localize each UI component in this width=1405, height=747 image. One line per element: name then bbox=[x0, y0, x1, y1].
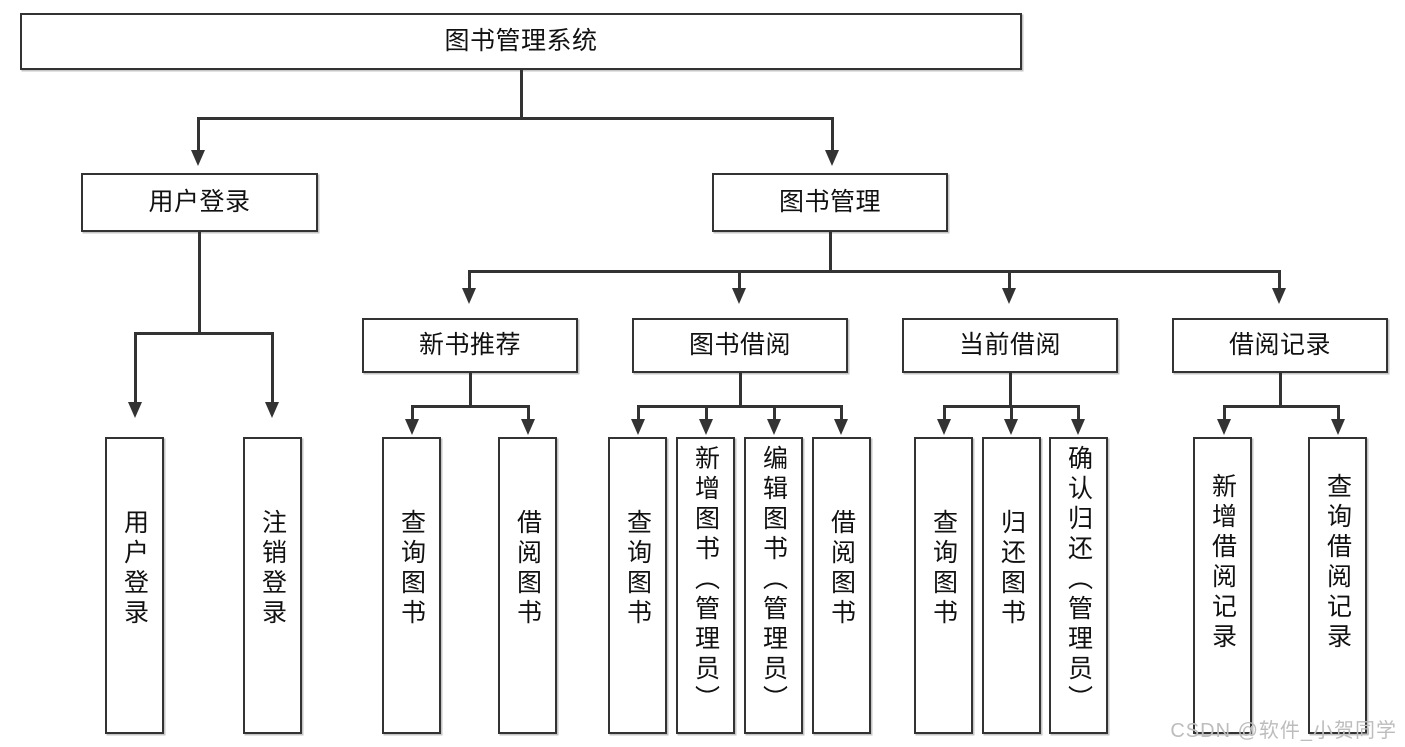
arrow-to-user-login bbox=[191, 150, 205, 166]
node-root-system[interactable]: 图书管理系统 bbox=[20, 13, 1022, 70]
edge-root-stem bbox=[520, 70, 523, 119]
leaf-add-book-admin[interactable]: 新增图书（管理员） bbox=[676, 437, 735, 734]
edge-borrow-record-stem bbox=[1279, 373, 1282, 407]
edge-current-borrow-drop-2 bbox=[1010, 405, 1013, 421]
edge-book-mgmt-drop-4 bbox=[1278, 270, 1281, 290]
arrow-to-leaf-confirm-return bbox=[1071, 419, 1085, 435]
edge-book-mgmt-drop-2 bbox=[738, 270, 741, 290]
leaf-query-book-borrow[interactable]: 查询图书 bbox=[608, 437, 667, 734]
leaf-query-book-current[interactable]: 查询图书 bbox=[914, 437, 973, 734]
leaf-edit-book-admin[interactable]: 编辑图书（管理员） bbox=[744, 437, 803, 734]
node-label: 用户登录 bbox=[148, 187, 251, 216]
leaf-query-borrow-record[interactable]: 查询借阅记录 bbox=[1308, 437, 1367, 734]
node-label: 新书推荐 bbox=[418, 330, 521, 359]
edge-borrow-record-drop-1 bbox=[1223, 405, 1226, 421]
arrow-to-leaf-user-login bbox=[128, 402, 142, 418]
node-label: 注销登录 bbox=[258, 509, 287, 629]
edge-user-login-drop-1 bbox=[134, 332, 137, 404]
arrow-to-current-borrow bbox=[1002, 288, 1016, 304]
arrow-to-new-book-recommend bbox=[462, 288, 476, 304]
node-label: 编辑图书（管理员） bbox=[759, 445, 788, 715]
edge-current-borrow-drop-3 bbox=[1077, 405, 1080, 421]
arrow-to-leaf-query-book-b bbox=[631, 419, 645, 435]
arrow-to-leaf-add-book bbox=[699, 419, 713, 435]
node-borrow-record[interactable]: 借阅记录 bbox=[1172, 318, 1388, 373]
arrow-to-leaf-borrow-book-a bbox=[521, 419, 535, 435]
node-label: 图书借阅 bbox=[688, 330, 791, 359]
node-new-book-recommend[interactable]: 新书推荐 bbox=[362, 318, 578, 373]
node-label: 当前借阅 bbox=[958, 330, 1061, 359]
arrow-to-leaf-query-book-a bbox=[405, 419, 419, 435]
node-label: 借阅记录 bbox=[1228, 330, 1331, 359]
node-label: 确认归还（管理员） bbox=[1064, 445, 1093, 715]
arrow-to-leaf-add-record bbox=[1217, 419, 1231, 435]
edge-book-borrow-drop-3 bbox=[773, 405, 776, 421]
edge-book-mgmt-drop-1 bbox=[468, 270, 471, 290]
node-user-login[interactable]: 用户登录 bbox=[81, 173, 318, 232]
edge-book-borrow-stem bbox=[739, 373, 742, 407]
leaf-return-book[interactable]: 归还图书 bbox=[982, 437, 1041, 734]
arrow-to-leaf-return-book bbox=[1004, 419, 1018, 435]
edge-new-book-bar bbox=[411, 405, 529, 408]
node-label: 归还图书 bbox=[997, 509, 1026, 629]
node-label: 查询图书 bbox=[397, 509, 426, 629]
edge-user-login-bar bbox=[134, 332, 274, 335]
edge-book-borrow-drop-1 bbox=[637, 405, 640, 421]
arrow-to-book-mgmt bbox=[825, 150, 839, 166]
arrow-to-borrow-record bbox=[1272, 288, 1286, 304]
leaf-confirm-return-admin[interactable]: 确认归还（管理员） bbox=[1049, 437, 1108, 734]
node-label: 查询图书 bbox=[929, 509, 958, 629]
edge-borrow-record-drop-2 bbox=[1337, 405, 1340, 421]
arrow-to-leaf-logout bbox=[265, 402, 279, 418]
edge-new-book-stem bbox=[469, 373, 472, 407]
edge-book-borrow-bar bbox=[637, 405, 842, 408]
edge-new-book-drop-2 bbox=[527, 405, 530, 421]
edge-current-borrow-stem bbox=[1009, 373, 1012, 407]
node-label: 用户登录 bbox=[120, 509, 149, 629]
edge-book-mgmt-bar bbox=[468, 270, 1280, 273]
node-label: 新增图书（管理员） bbox=[691, 445, 720, 715]
watermark-text: CSDN @软件_小贺同学 bbox=[1170, 720, 1397, 742]
arrow-to-leaf-edit-book bbox=[767, 419, 781, 435]
arrow-to-leaf-query-record bbox=[1331, 419, 1345, 435]
edge-book-borrow-drop-2 bbox=[705, 405, 708, 421]
node-label: 图书管理 bbox=[778, 187, 881, 216]
edge-book-mgmt-stem bbox=[829, 232, 832, 272]
edge-book-mgmt-drop-3 bbox=[1008, 270, 1011, 290]
edge-borrow-record-bar bbox=[1223, 405, 1339, 408]
edge-user-login-stem bbox=[198, 232, 201, 334]
node-book-management[interactable]: 图书管理 bbox=[712, 173, 948, 232]
edge-root-bar bbox=[197, 117, 834, 120]
leaf-borrow-book[interactable]: 借阅图书 bbox=[812, 437, 871, 734]
node-current-borrow[interactable]: 当前借阅 bbox=[902, 318, 1118, 373]
leaf-user-login[interactable]: 用户登录 bbox=[105, 437, 164, 734]
leaf-add-borrow-record[interactable]: 新增借阅记录 bbox=[1193, 437, 1252, 734]
node-label: 借阅图书 bbox=[827, 509, 856, 629]
edge-new-book-drop-1 bbox=[411, 405, 414, 421]
edge-book-borrow-drop-4 bbox=[840, 405, 843, 421]
node-label: 查询图书 bbox=[623, 509, 652, 629]
edge-root-to-book-mgmt bbox=[831, 117, 834, 153]
node-label: 图书管理系统 bbox=[444, 26, 598, 55]
leaf-query-book-recommend[interactable]: 查询图书 bbox=[382, 437, 441, 734]
node-label: 借阅图书 bbox=[513, 509, 542, 629]
node-label: 查询借阅记录 bbox=[1323, 473, 1352, 653]
arrow-to-leaf-query-book-c bbox=[937, 419, 951, 435]
edge-current-borrow-drop-1 bbox=[943, 405, 946, 421]
edge-user-login-drop-2 bbox=[271, 332, 274, 404]
node-label: 新增借阅记录 bbox=[1208, 473, 1237, 653]
arrow-to-book-borrow bbox=[732, 288, 746, 304]
node-book-borrow[interactable]: 图书借阅 bbox=[632, 318, 848, 373]
arrow-to-leaf-borrow-book-b bbox=[834, 419, 848, 435]
leaf-borrow-book-recommend[interactable]: 借阅图书 bbox=[498, 437, 557, 734]
edge-root-to-user-login bbox=[197, 117, 200, 153]
leaf-logout[interactable]: 注销登录 bbox=[243, 437, 302, 734]
